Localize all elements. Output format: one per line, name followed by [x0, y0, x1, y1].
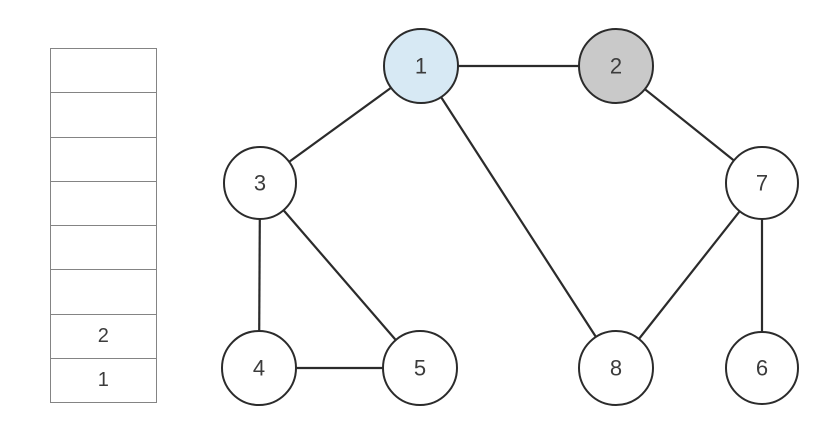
- node-label-8: 8: [610, 356, 622, 381]
- stack-cell-4: [51, 182, 156, 226]
- node-circle-5: [382, 330, 458, 406]
- graph-node-7: 7: [725, 146, 799, 220]
- graph-node-1: 1: [383, 28, 459, 104]
- stack-cell-8: 1: [97, 368, 110, 391]
- stack-cell-2: [51, 93, 156, 138]
- node-circle-1: [383, 28, 459, 104]
- node-label-1: 1: [415, 54, 427, 79]
- stack-cell-6: [51, 270, 156, 315]
- graph-node-5: 5: [382, 330, 458, 406]
- node-circle-6: [725, 331, 799, 405]
- node-label-7: 7: [756, 171, 768, 196]
- graph-node-2: 2: [578, 28, 654, 104]
- edge-7-8: [615, 182, 763, 369]
- graph-node-8: 8: [578, 330, 654, 406]
- stack-cell-5: [51, 226, 156, 271]
- node-circle-4: [221, 330, 297, 406]
- node-label-5: 5: [414, 356, 426, 381]
- node-label-4: 4: [253, 356, 265, 381]
- node-circle-7: [725, 146, 799, 220]
- stack-cell-7: 2: [51, 315, 156, 359]
- edge-3-5: [259, 182, 421, 369]
- stack-cell-1: [51, 49, 156, 94]
- stack-cell-3: [51, 138, 156, 182]
- graph-node-4: 4: [221, 330, 297, 406]
- node-label-6: 6: [756, 356, 768, 381]
- node-label-3: 3: [254, 171, 266, 196]
- node-circle-2: [578, 28, 654, 104]
- graph-node-3: 3: [223, 146, 297, 220]
- graph-node-6: 6: [725, 331, 799, 405]
- edge-1-8: [420, 65, 617, 369]
- node-circle-3: [223, 146, 297, 220]
- node-circle-8: [578, 330, 654, 406]
- node-label-2: 2: [610, 54, 622, 79]
